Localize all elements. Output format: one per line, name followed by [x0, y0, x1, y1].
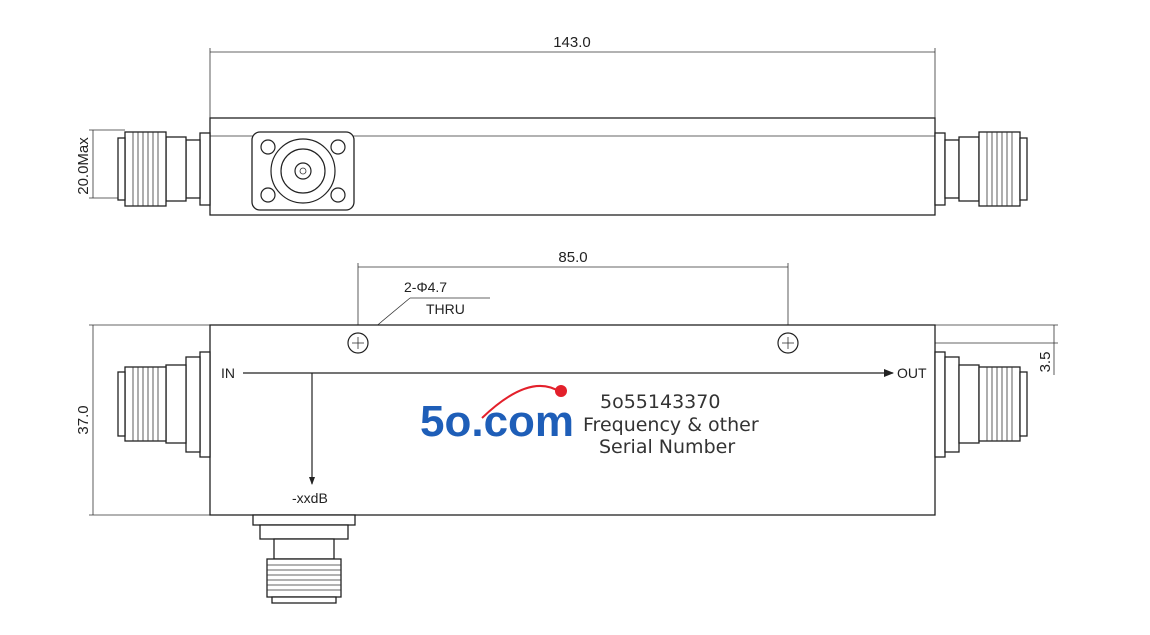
output-port-label: OUT — [897, 365, 927, 381]
label-serial: Serial Number — [599, 436, 735, 458]
coupled-port-label: -xxdB — [292, 490, 328, 506]
logo: 5o.com — [420, 384, 574, 446]
hole-note-diameter: 2-Φ4.7 — [404, 279, 447, 295]
coupled-connector-front — [252, 514, 356, 604]
front-view: 85.0 2-Φ4.7 THRU 37.0 3.5 I — [75, 249, 1058, 604]
input-port-label: IN — [221, 365, 235, 381]
left-connector-front — [117, 351, 211, 458]
height-dimension: 20.0Max — [75, 137, 92, 195]
mounting-hole-left — [347, 332, 369, 354]
logo-swoosh — [481, 384, 561, 419]
hole-offset-dimension: 3.5 — [1037, 352, 1054, 373]
top-view: 143.0 20.0Max — [75, 34, 1028, 216]
width-dimension: 37.0 — [75, 405, 92, 434]
right-connector-top — [934, 131, 1028, 207]
part-number: 5o55143370 — [600, 391, 720, 413]
coupled-port-flange-top — [251, 131, 355, 211]
logo-dot — [555, 385, 567, 397]
hole-spacing-dimension: 85.0 — [558, 249, 587, 266]
hole-note-thru: THRU — [426, 301, 465, 317]
right-connector-front — [934, 351, 1028, 458]
left-connector-top — [117, 131, 211, 207]
coupler-body-front — [209, 324, 936, 516]
label-frequency: Frequency & other — [583, 414, 759, 436]
length-dimension: 143.0 — [553, 34, 591, 51]
mounting-hole-right — [777, 332, 799, 354]
